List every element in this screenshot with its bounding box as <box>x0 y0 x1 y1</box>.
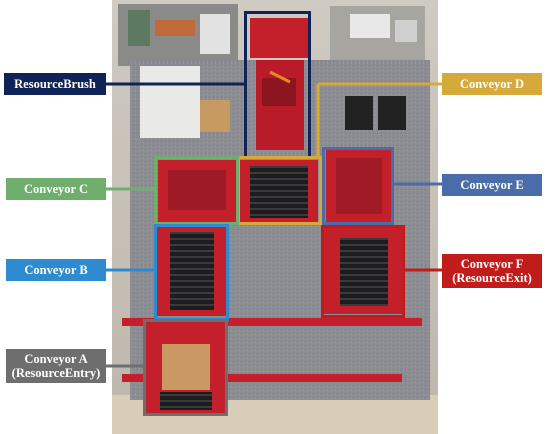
conveyor-e-label: Conveyor E <box>442 174 542 196</box>
rail-lower <box>122 374 402 382</box>
conveyor-a-label-line2: (ResourceEntry) <box>11 366 101 380</box>
wooden-block <box>200 100 230 132</box>
conveyor-f-label-line2: (ResourceExit) <box>452 271 532 285</box>
conveyor-d-label-text: Conveyor D <box>459 77 524 91</box>
rail-upper <box>122 318 422 326</box>
conveyor-e-outline <box>322 147 394 225</box>
workpiece-block <box>162 344 210 390</box>
conveyor-b-label-text: Conveyor B <box>24 263 88 277</box>
white-controller-box <box>140 66 200 138</box>
conveyor-a-label: Conveyor A (ResourceEntry) <box>6 349 106 383</box>
conveyor-f-label: Conveyor F (ResourceExit) <box>442 254 542 288</box>
conveyor-c-label: Conveyor C <box>6 178 106 200</box>
conveyor-d-label: Conveyor D <box>442 73 542 95</box>
brush-housing <box>250 18 308 58</box>
conveyor-f-label-line1: Conveyor F <box>460 257 524 271</box>
resourcebrush-label-text: ResourceBrush <box>14 77 96 91</box>
resourcebrush-label: ResourceBrush <box>4 73 106 95</box>
conveyor-e-label-text: Conveyor E <box>460 178 524 192</box>
conveyor-a-label-line1: Conveyor A <box>24 352 88 366</box>
conveyor-b-label: Conveyor B <box>6 259 106 281</box>
conveyor-c-label-text: Conveyor C <box>23 182 88 196</box>
